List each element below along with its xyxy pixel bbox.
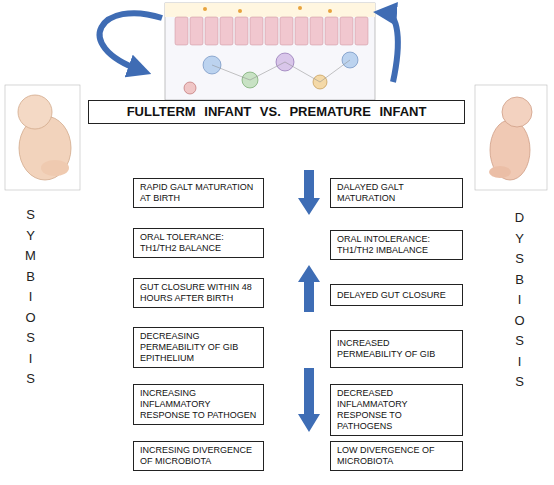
process-box: DECREASING PERMEABILITY OF GIB EPITHELIU… (133, 327, 264, 368)
process-box: DALAYED GALT MATURATION (330, 178, 463, 208)
box-text: LOW DIVERGENCE OF MICROBIOTA (337, 445, 456, 467)
box-text: FULLTERM INFANT VS. PREMATURE INFANT (93, 104, 460, 120)
box-text: DECREASED INFLAMMATORY RESPONSE TO PATHO… (337, 388, 456, 432)
gut-illustration (165, 3, 375, 100)
process-box: RAPID GALT MATURATION AT BIRTH (133, 178, 264, 208)
side-label: SYMBIOSIS (25, 205, 36, 390)
process-box: DELAYED GUT CLOSURE (330, 284, 463, 306)
box-text: INCREASING INFLAMMATORY RESPONSE TO PATH… (140, 388, 257, 421)
fullterm-baby (5, 85, 80, 190)
box-text: INCREASED PERMEABILITY OF GIB (337, 338, 456, 360)
box-text: DELAYED GUT CLOSURE (337, 290, 456, 301)
box-text: INCRESING DIVERGENCE OF MICROBIOTA (140, 445, 257, 467)
box-text: DECREASING PERMEABILITY OF GIB EPITHELIU… (140, 331, 257, 364)
box-text: DALAYED GALT MATURATION (337, 182, 456, 204)
cycle-arrow (385, 13, 398, 82)
cycle-arrow (100, 13, 162, 70)
block-arrow-up (298, 265, 320, 312)
process-box: ORAL INTOLERANCE: TH1/TH2 IMBALANCE (330, 230, 463, 260)
process-box: ORAL TOLERANCE: TH1/TH2 BALANCE (133, 228, 264, 258)
process-box: INCRESING DIVERGENCE OF MICROBIOTA (133, 441, 264, 471)
process-box: INCREASING INFLAMMATORY RESPONSE TO PATH… (133, 384, 264, 425)
box-text: RAPID GALT MATURATION AT BIRTH (140, 182, 257, 204)
box-text: ORAL TOLERANCE: TH1/TH2 BALANCE (140, 232, 257, 254)
block-arrow-down (298, 368, 320, 432)
box-text: GUT CLOSURE WITHIN 48 HOURS AFTER BIRTH (140, 282, 257, 304)
process-box: LOW DIVERGENCE OF MICROBIOTA (330, 441, 463, 471)
process-box: DECREASED INFLAMMATORY RESPONSE TO PATHO… (330, 384, 463, 436)
block-arrow-down (298, 170, 320, 215)
header-box: FULLTERM INFANT VS. PREMATURE INFANT (88, 100, 465, 124)
side-label: DYSBIOSIS (514, 208, 525, 393)
process-box: GUT CLOSURE WITHIN 48 HOURS AFTER BIRTH (133, 278, 264, 308)
premature-baby (475, 85, 547, 190)
box-text: ORAL INTOLERANCE: TH1/TH2 IMBALANCE (337, 234, 456, 256)
process-box: INCREASED PERMEABILITY OF GIB (330, 330, 463, 368)
